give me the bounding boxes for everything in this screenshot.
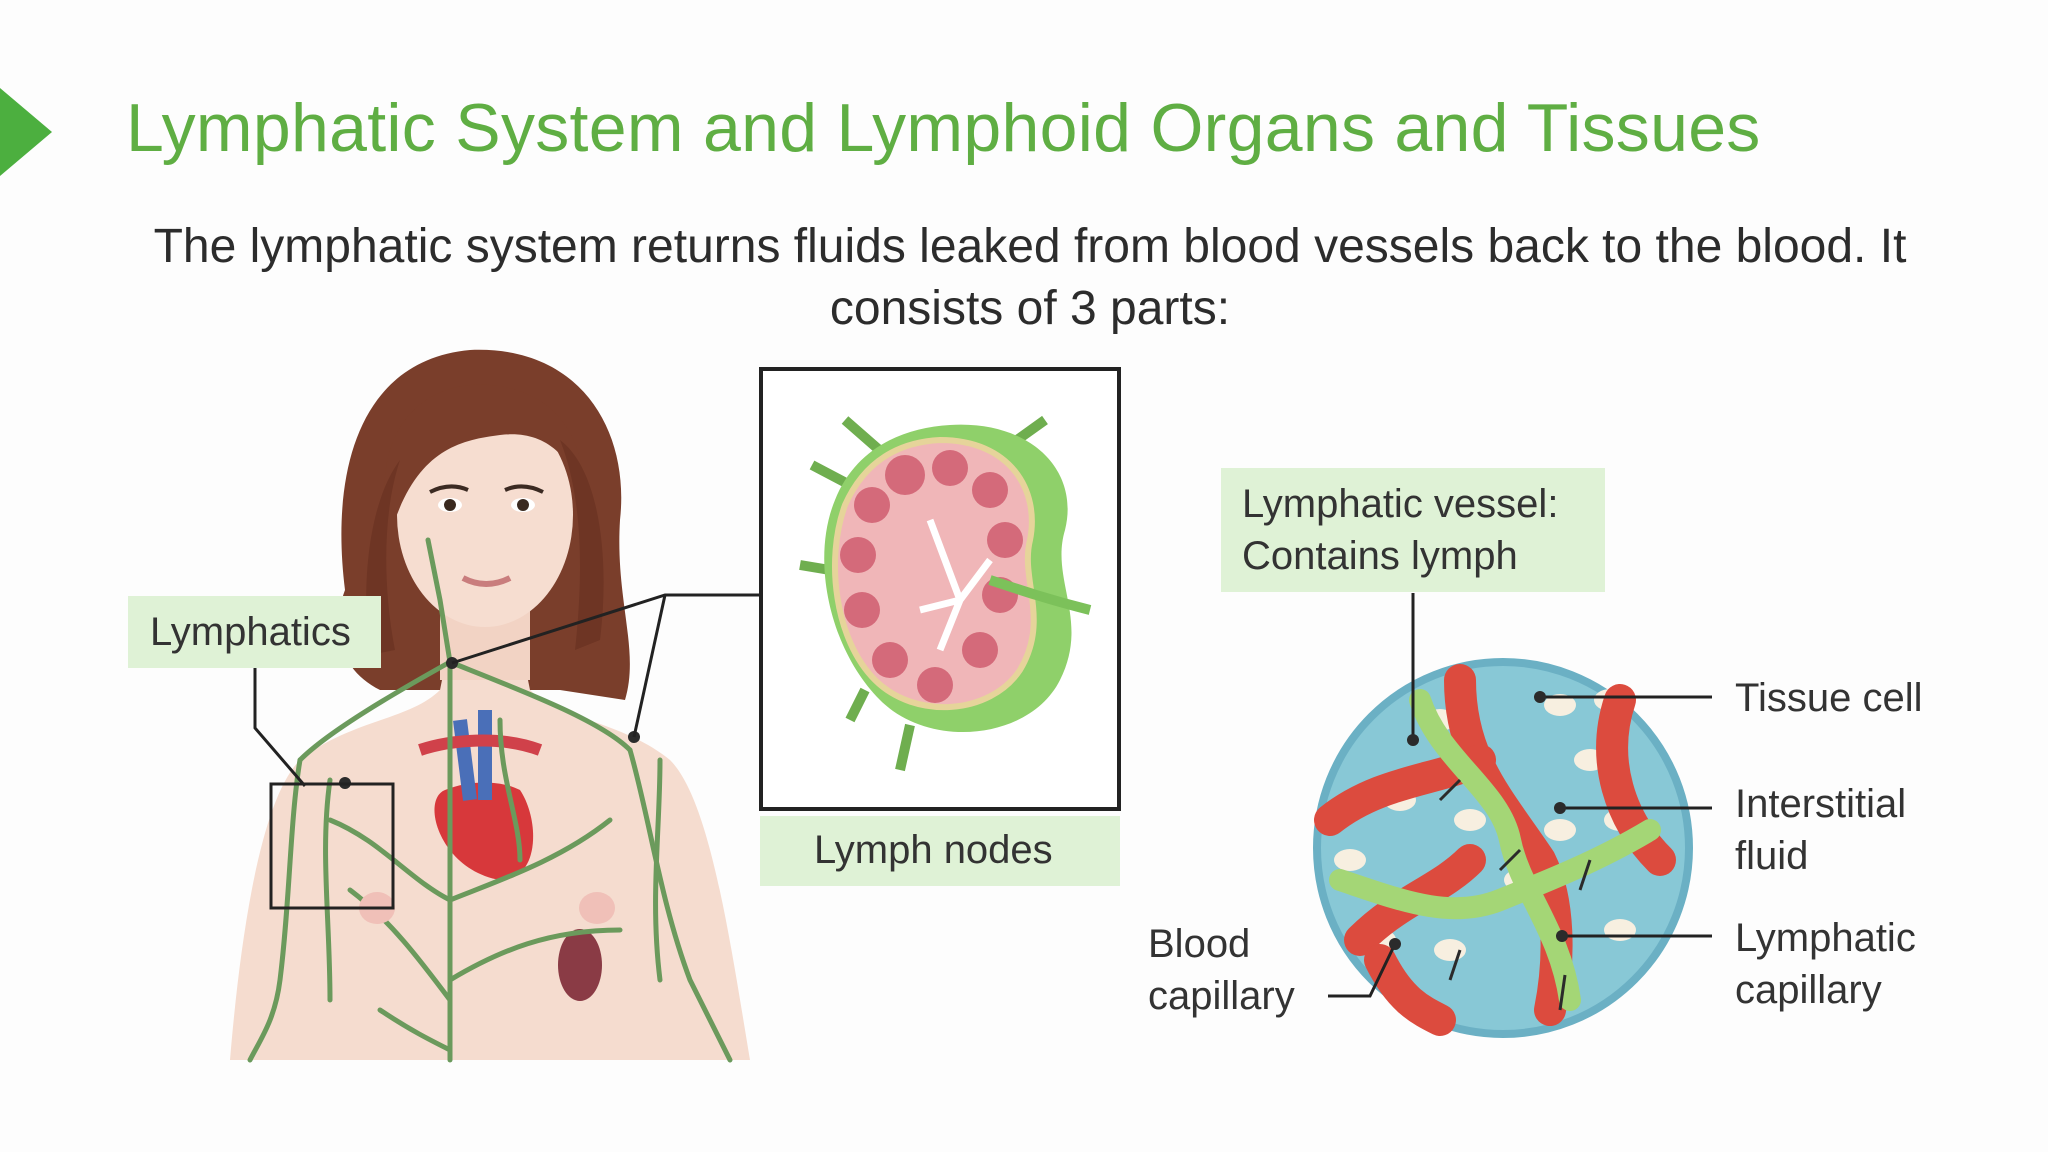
lymphatics-label-box <box>128 596 381 668</box>
blood-capillary-label-line2: capillary <box>1148 974 1295 1018</box>
interstitial-fluid-label-line1: Interstitial <box>1735 782 1907 826</box>
page-title: Lymphatic System and Lymphoid Organs and… <box>126 90 1761 166</box>
tissue-circle-illustration <box>1313 658 1693 1038</box>
interstitial-fluid-label-line2: fluid <box>1735 834 1809 878</box>
lymph-nodes-label-box <box>760 816 1120 886</box>
lymph-nodes-label: Lymph nodes <box>814 828 1053 872</box>
tissue-cell-label: Tissue cell <box>1735 676 1923 720</box>
lymphatic-capillary-label-line1: Lymphatic <box>1735 916 1916 960</box>
page-subtitle: The lymphatic system returns fluids leak… <box>153 220 1907 335</box>
lymph-node-illustration <box>799 415 1092 772</box>
lymphatics-label: Lymphatics <box>150 610 351 654</box>
lymphatic-capillary-label-line2: capillary <box>1735 968 1882 1012</box>
lymphatics-zoom-box <box>269 782 395 910</box>
lymphatic-vessel-label-line2: Contains lymph <box>1242 534 1518 578</box>
lymphatic-vessel-label-box <box>1221 468 1605 592</box>
blood-capillary-label-line1: Blood <box>1148 922 1251 966</box>
lymphatic-vessel-label-line1: Lymphatic vessel: <box>1242 482 1559 526</box>
human-figure <box>230 349 750 1063</box>
slide-marker-arrow <box>0 88 52 176</box>
